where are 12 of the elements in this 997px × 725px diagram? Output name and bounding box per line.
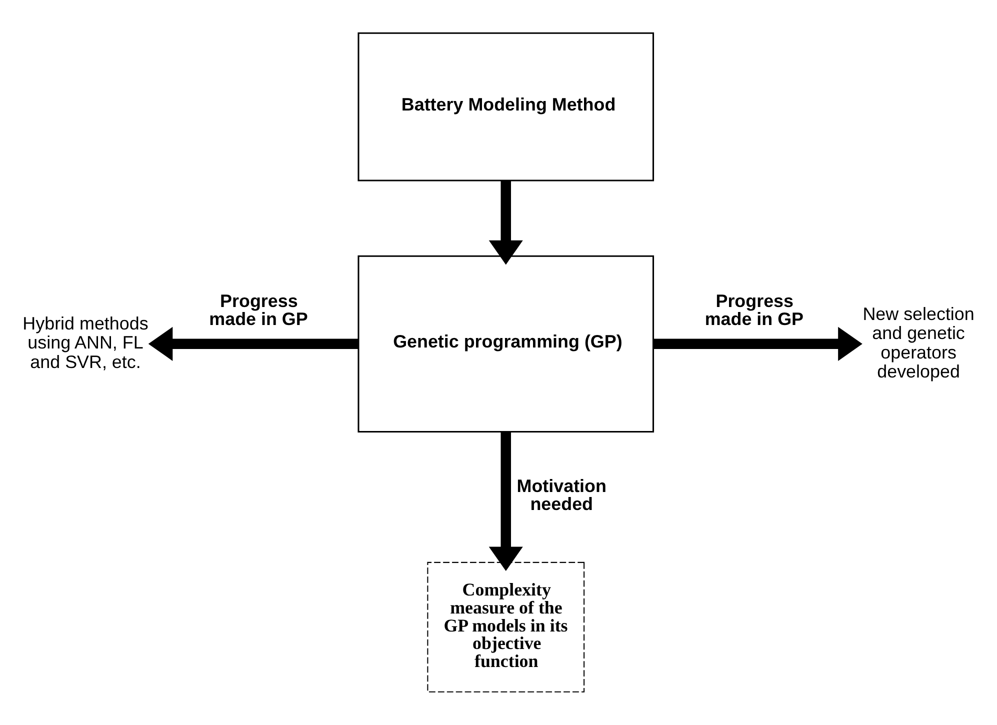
arrow — [654, 326, 862, 361]
edge-label: Progress made in GP — [209, 291, 308, 329]
arrow — [488, 181, 523, 265]
node-text: New selection and genetic operators developed — [862, 304, 974, 382]
edge-label: Progress made in GP — [704, 291, 804, 329]
node-box: Battery Modeling Method — [358, 32, 654, 182]
node-box: Complexity measure of the GP models in its objective function — [427, 562, 585, 692]
edge-label: Motivation needed — [516, 476, 606, 514]
arrow — [488, 432, 523, 572]
arrow — [148, 326, 358, 361]
node-box: Genetic programming (GP) — [358, 255, 654, 432]
node-text: Hybrid methods using ANN, FL and SVR, etc. — [22, 313, 148, 372]
